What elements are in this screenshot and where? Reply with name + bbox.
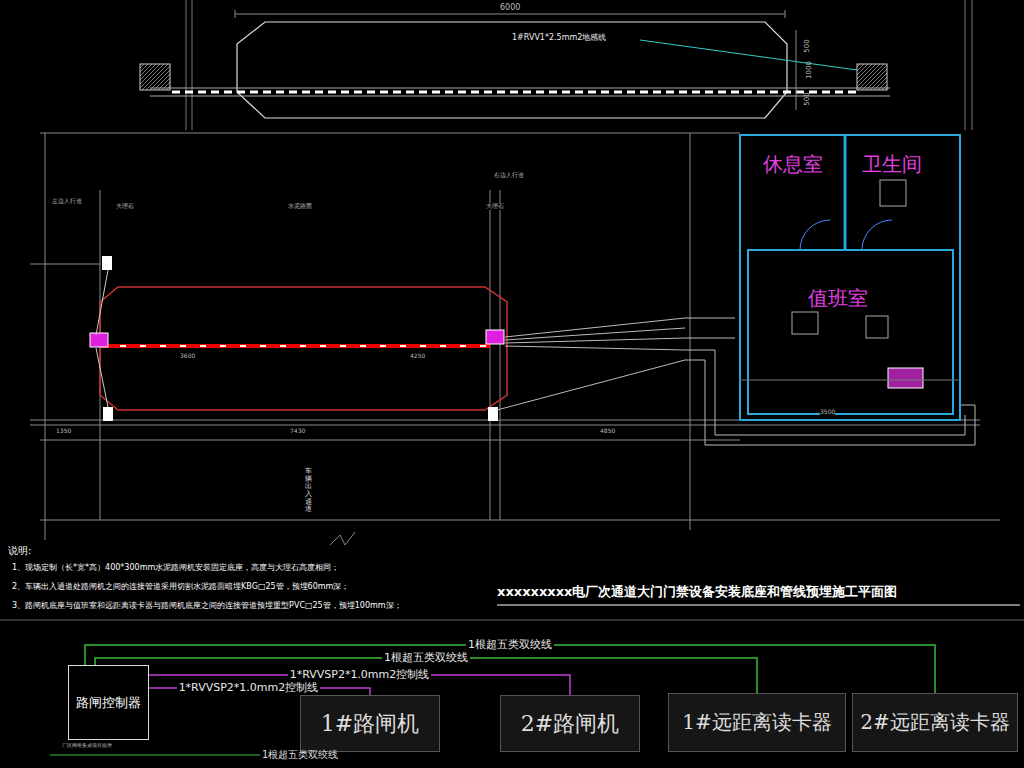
- plan-label: 车辆出入通道: [305, 468, 312, 514]
- plan-label: 1根超五类双绞线: [262, 749, 338, 761]
- conduits: [497, 318, 975, 445]
- plan-label: 1#RVV1*2.5mm2地感线: [512, 33, 606, 42]
- plan-label: 3、路闸机底座与值班室和远距离读卡器与路闸机底座之间的连接管道预埋重型PVC□2…: [12, 601, 402, 610]
- drawing-title: xxxxxxxxx电厂次通道大门门禁设备安装底座和管线预埋施工平面图: [497, 585, 897, 600]
- guard-room: [740, 135, 960, 420]
- cable-label: 1根超五类双绞线: [382, 652, 470, 665]
- bottom-frame: [0, 605, 1024, 755]
- gate-foundation: [90, 256, 507, 421]
- cable-label: 1*RVVSP2*1.0mm2控制线: [177, 682, 321, 695]
- plan-label: 厂区网络集成项目提供: [62, 743, 112, 749]
- plan-label: 2、车辆出入通道处路闸机之间的连接管道采用切割水泥路面暗埋KBG□25管，预埋6…: [12, 582, 349, 591]
- plan-label: 右边人行道: [494, 172, 524, 179]
- device-box: 1#路闸机: [300, 695, 440, 752]
- box-label: 路闸控制器: [76, 694, 141, 712]
- plan-label: 大理石: [486, 203, 504, 210]
- device-box: 1#远距离读卡器: [668, 693, 846, 752]
- box-label: 2#路闸机: [521, 709, 619, 739]
- plan-label: 3600: [180, 353, 195, 360]
- plan-label: 卫生间: [862, 153, 922, 176]
- controller-box: 路闸控制器: [68, 665, 149, 740]
- cable-label: 1根超五类双绞线: [466, 639, 554, 652]
- plan-label: 1、现场定制（长*宽*高）400*300mm水泥路闸机安装固定底座，高度与大理石…: [12, 563, 339, 572]
- plan-label: 水泥路面: [288, 203, 312, 210]
- device-box: 2#路闸机: [500, 695, 640, 752]
- plan-label: 4250: [410, 353, 425, 360]
- plan-label: 6000: [500, 3, 520, 12]
- top-plan: [140, 0, 972, 130]
- box-label: 1#远距离读卡器: [682, 709, 831, 736]
- plan-label: 说明:: [8, 545, 31, 557]
- site-plan: [30, 133, 1000, 545]
- device-box: 2#远距离读卡器: [852, 693, 1018, 752]
- cable-label: 1*RVVSP2*1.0mm2控制线: [288, 669, 432, 682]
- plan-label: 值班室: [808, 287, 868, 310]
- plan-label: 500: [803, 92, 811, 105]
- plan-label: 休息室: [763, 153, 823, 176]
- plan-label: 7430: [290, 428, 305, 435]
- plan-label: 1350: [56, 428, 71, 435]
- plan-label: 500: [803, 39, 811, 52]
- box-label: 2#远距离读卡器: [860, 709, 1009, 736]
- plan-label: 3500: [820, 409, 835, 416]
- plan-label: 左边人行道: [52, 198, 82, 205]
- plan-label: 4850: [600, 428, 615, 435]
- plan-label: 1000: [805, 61, 813, 79]
- box-label: 1#路闸机: [321, 709, 419, 739]
- plan-label: 大理石: [116, 203, 134, 210]
